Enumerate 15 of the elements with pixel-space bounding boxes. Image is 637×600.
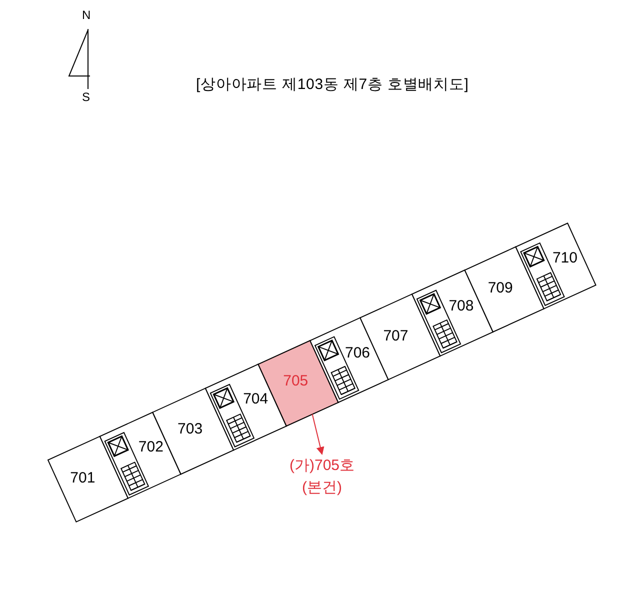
north-label: N	[82, 9, 91, 21]
unit-number: 704	[243, 392, 268, 407]
unit-number: 706	[344, 346, 370, 361]
unit-number: 710	[552, 250, 578, 266]
unit-number: 705	[283, 374, 308, 389]
unit-number: 703	[178, 422, 203, 437]
unit-number: 708	[448, 298, 474, 314]
diagram-title: [상아아파트 제103동 제7층 호별배치도]	[196, 76, 469, 95]
leader-arrow	[312, 414, 324, 455]
unit-number: 702	[138, 440, 164, 455]
unit-number: 709	[488, 280, 513, 296]
unit-number: 701	[70, 470, 96, 486]
unit-number: 707	[383, 328, 408, 344]
callout-text: (가)705호 (본건)	[280, 455, 364, 499]
south-label: S	[82, 91, 90, 103]
